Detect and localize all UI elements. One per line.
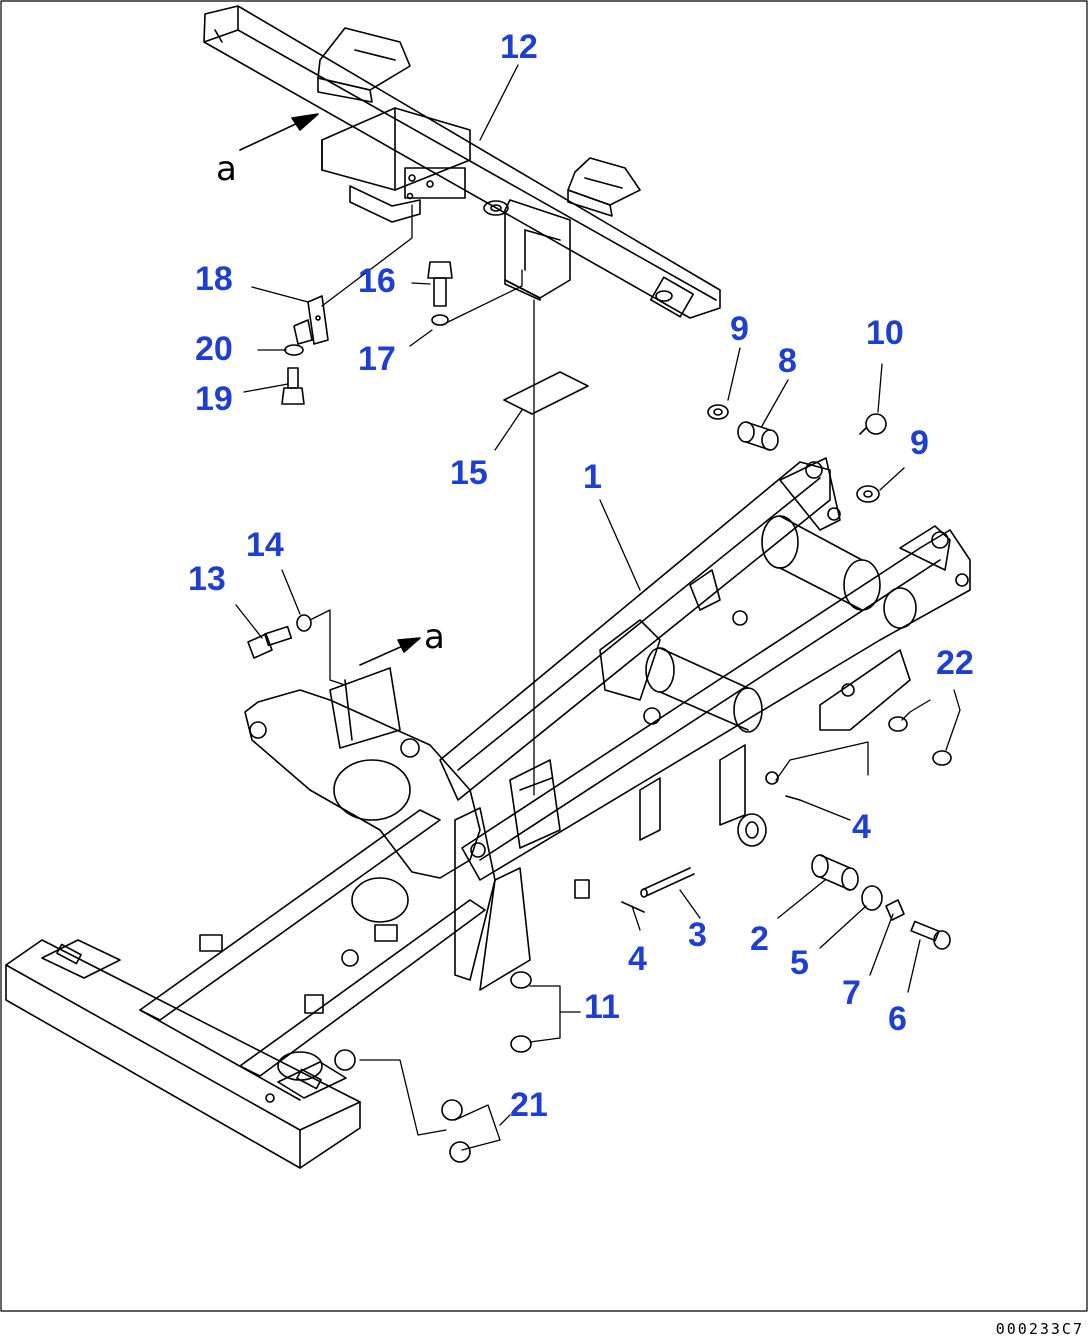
- pads-21: [441, 1099, 471, 1163]
- washer-20: [284, 344, 304, 356]
- view-arrow-middle: [359, 637, 421, 666]
- bolt-6: [910, 920, 951, 950]
- drawing-border: [0, 0, 1088, 1312]
- callout-5: 5: [790, 944, 809, 982]
- bolt-16: [427, 261, 453, 307]
- callout-4-lower: 4: [628, 940, 647, 978]
- main-frame-1: [139, 457, 971, 1081]
- callout-10: 10: [866, 314, 904, 352]
- bushing-2: [811, 854, 859, 891]
- bracket-18: [293, 295, 329, 345]
- shim-plate-15: [503, 371, 589, 415]
- callout-11: 11: [584, 988, 620, 1026]
- leader-lines: [235, 64, 961, 1151]
- callout-6: 6: [888, 1000, 907, 1038]
- drawing-code: 000233C7: [995, 1320, 1084, 1338]
- callout-4-right: 4: [852, 808, 871, 846]
- pads-11: [510, 971, 532, 1053]
- pads-22: [888, 716, 952, 766]
- callout-3: 3: [688, 916, 707, 954]
- view-mark-a-middle: a: [424, 617, 445, 657]
- pin-4a: [765, 771, 801, 801]
- callout-16: 16: [358, 262, 396, 300]
- bushing-8: [737, 421, 779, 451]
- view-arrow-top: [239, 113, 319, 151]
- washer-14: [296, 614, 312, 632]
- washer-9b: [856, 485, 880, 503]
- callout-8: 8: [778, 342, 797, 380]
- callout-22: 22: [936, 644, 974, 682]
- callout-14: 14: [246, 526, 284, 564]
- lock-plate-7: [885, 899, 905, 921]
- callout-19: 19: [195, 380, 233, 418]
- pivot-eye: [737, 813, 767, 847]
- callout-2: 2: [750, 920, 769, 958]
- pin-3: [640, 867, 695, 898]
- front-cross-beam: [5, 939, 361, 1169]
- grease-fitting-10: [859, 413, 887, 435]
- callout-1: 1: [583, 458, 602, 496]
- view-mark-a-top: a: [216, 149, 237, 189]
- callout-21: 21: [510, 1086, 548, 1124]
- washer-5: [861, 885, 883, 911]
- cross-member-12: [203, 5, 721, 319]
- callout-15: 15: [450, 454, 488, 492]
- callout-17: 17: [358, 340, 396, 378]
- callout-9-upper: 9: [730, 310, 749, 348]
- bolt-13: [247, 625, 293, 659]
- washer-9a: [707, 404, 729, 420]
- callout-13: 13: [188, 560, 226, 598]
- callout-9-lower: 9: [910, 424, 929, 462]
- callout-7: 7: [842, 974, 861, 1012]
- callout-20: 20: [195, 330, 233, 368]
- callout-12: 12: [500, 28, 538, 66]
- bolt-19: [281, 367, 305, 405]
- washer-17: [431, 314, 449, 326]
- callout-18: 18: [195, 260, 233, 298]
